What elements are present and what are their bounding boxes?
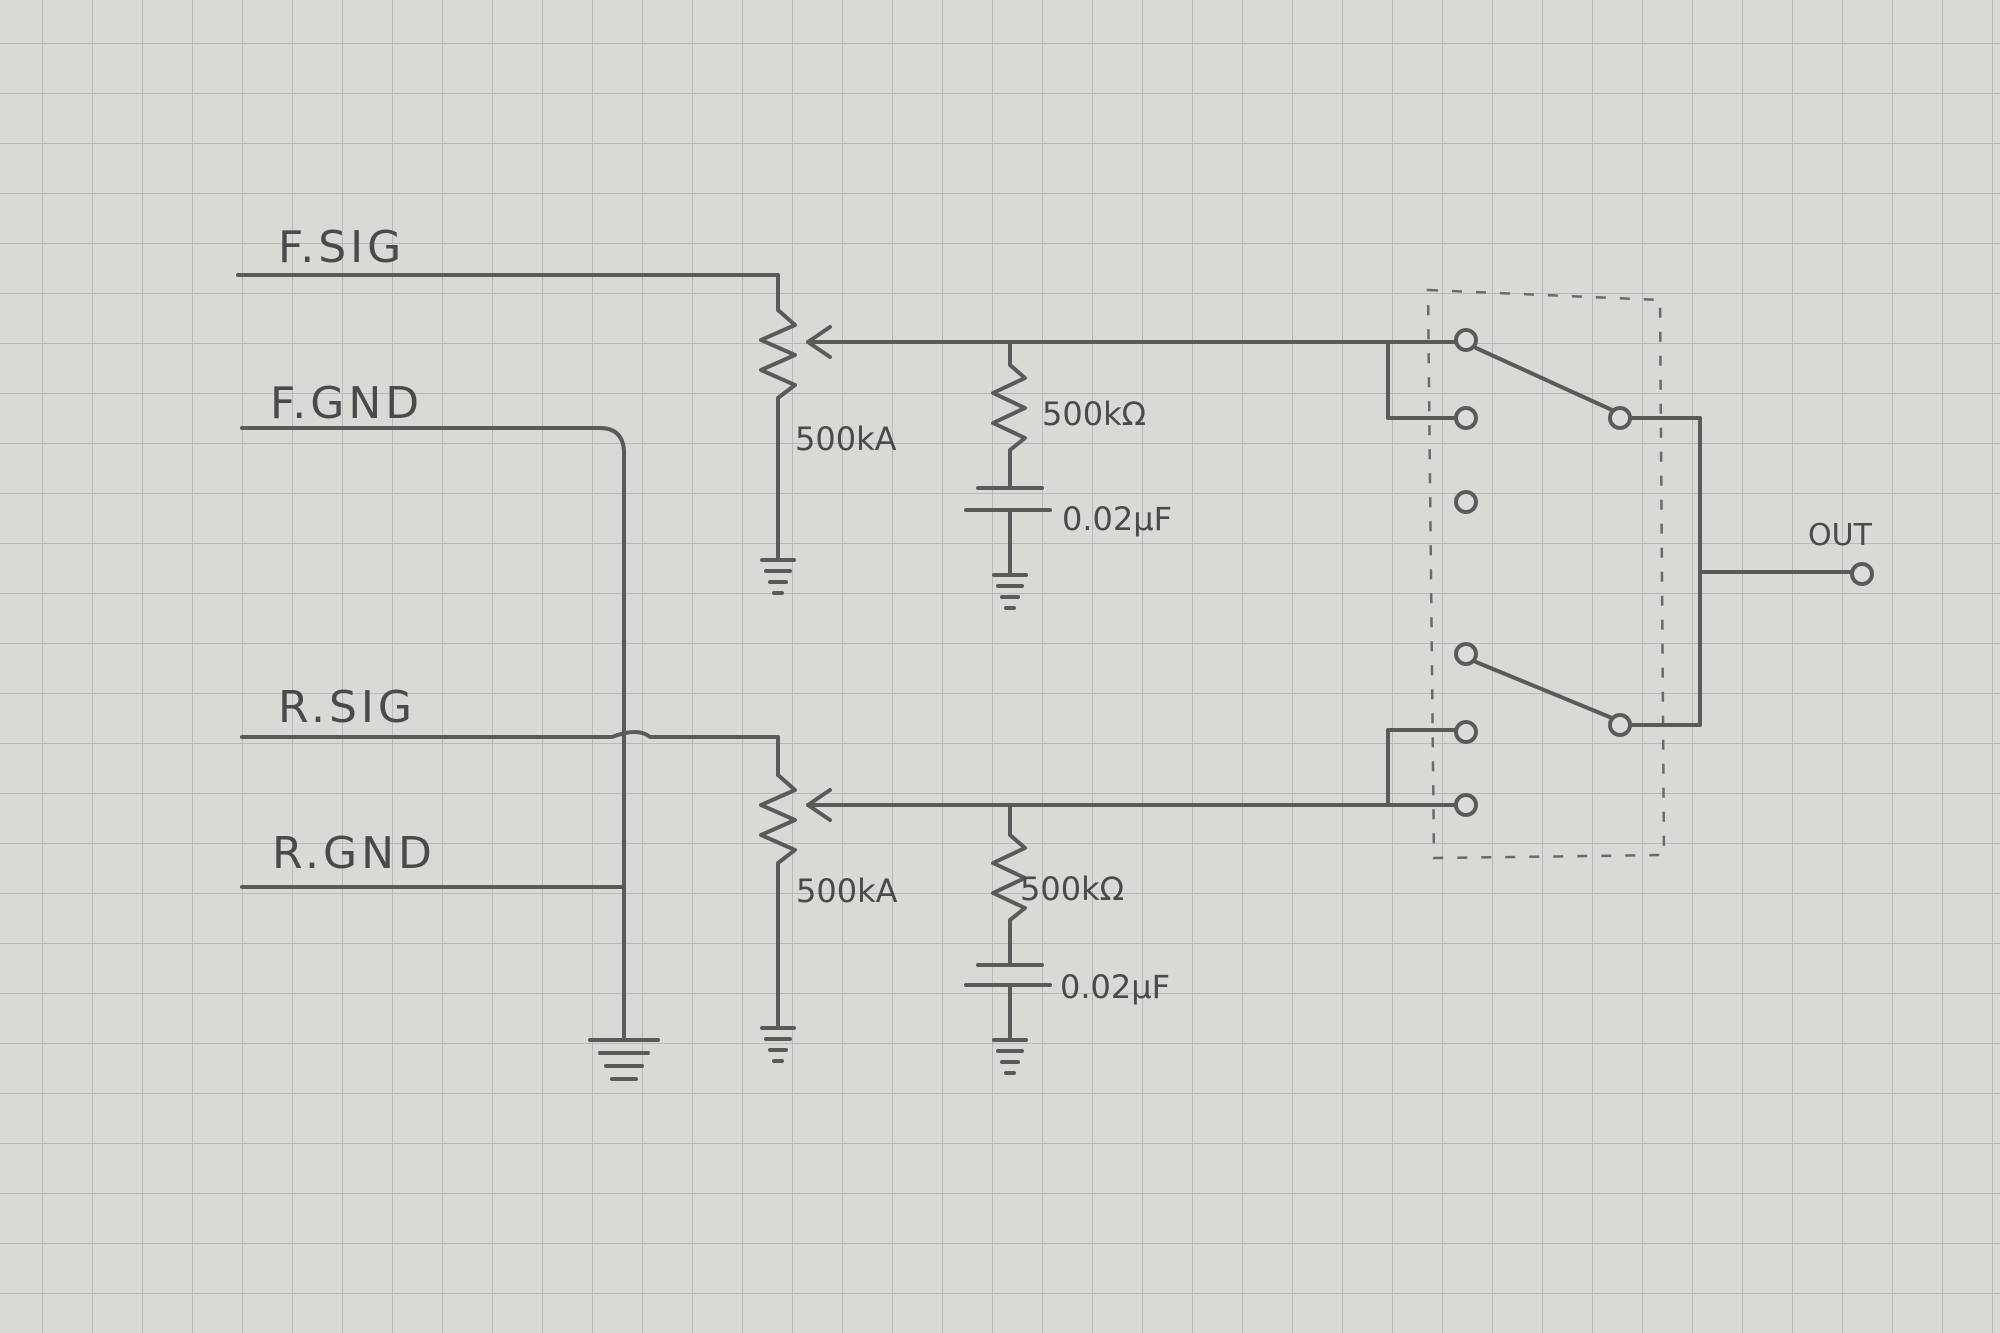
f-gnd-label: F.GND <box>270 378 423 429</box>
front-pot-label: 500kA <box>795 420 897 458</box>
front-cap-label: 0.02μF <box>1062 500 1172 538</box>
rear-tone-capacitor <box>964 963 1052 1075</box>
front-tone-resistor <box>991 340 1027 490</box>
ground-symbol <box>760 1026 796 1063</box>
input-wires <box>236 273 780 1042</box>
rear-pot <box>759 773 1012 1030</box>
switch-wires <box>1008 340 1460 807</box>
f-sig-label: F.SIG <box>278 222 405 273</box>
ground-symbol <box>760 558 796 595</box>
rear-cap-label: 0.02μF <box>1060 968 1170 1006</box>
rear-resistor-label: 500kΩ <box>1020 870 1124 908</box>
switch-levers <box>1474 346 1614 720</box>
front-tone-capacitor <box>964 486 1052 610</box>
r-sig-label: R.SIG <box>278 682 416 733</box>
out-label: OUT <box>1808 518 1873 553</box>
output-bus <box>1628 416 1874 727</box>
rear-pot-label: 500kA <box>796 872 898 910</box>
front-resistor-label: 500kΩ <box>1042 395 1146 433</box>
front-pot <box>759 308 1012 562</box>
switch-terminals <box>1454 328 1632 817</box>
switch-housing <box>1426 288 1666 860</box>
ground-symbol <box>588 1038 660 1081</box>
r-gnd-label: R.GND <box>272 828 436 879</box>
rear-tone-resistor <box>991 803 1027 967</box>
